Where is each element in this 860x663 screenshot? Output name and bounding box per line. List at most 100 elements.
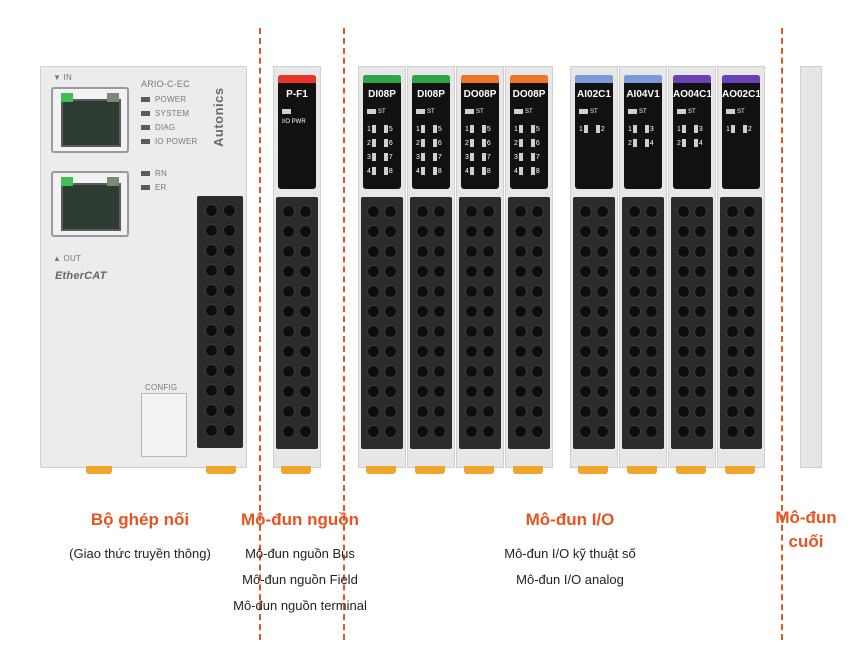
terminal-hole	[694, 205, 707, 218]
terminal-hole	[628, 285, 641, 298]
terminal-hole	[579, 285, 592, 298]
led-indicator	[141, 171, 150, 176]
terminal-hole	[579, 365, 592, 378]
terminal-hole	[367, 325, 380, 338]
terminal-hole	[628, 225, 641, 238]
terminal-hole	[223, 224, 236, 237]
terminal-hole	[531, 425, 544, 438]
din-latch	[676, 466, 706, 474]
terminal-hole	[726, 305, 739, 318]
terminal-hole	[223, 404, 236, 417]
category-title-power: Mô-đun nguồn	[240, 510, 359, 529]
terminal-hole	[531, 365, 544, 378]
terminal-hole	[677, 265, 690, 278]
terminal-hole	[433, 285, 446, 298]
terminal-hole	[628, 345, 641, 358]
terminal-hole	[482, 285, 495, 298]
terminal-hole	[514, 205, 527, 218]
terminal-hole	[282, 425, 295, 438]
terminal-hole	[205, 344, 218, 357]
terminal-hole	[743, 425, 756, 438]
terminal-hole	[743, 345, 756, 358]
terminal-hole	[596, 225, 609, 238]
terminal-hole	[694, 325, 707, 338]
terminal-hole	[596, 405, 609, 418]
terminal-hole	[628, 365, 641, 378]
terminal-hole	[223, 424, 236, 437]
terminal-hole	[433, 325, 446, 338]
module-color-cap	[575, 75, 613, 83]
led-indicator	[141, 139, 150, 144]
terminal-hole	[482, 405, 495, 418]
terminal-hole	[416, 385, 429, 398]
terminal-hole	[416, 365, 429, 378]
terminal-hole	[596, 305, 609, 318]
terminal-hole	[677, 385, 690, 398]
ethernet-port-in[interactable]	[51, 87, 129, 153]
terminal-hole	[416, 285, 429, 298]
terminal-hole	[531, 385, 544, 398]
terminal-hole	[579, 305, 592, 318]
terminal-hole	[596, 205, 609, 218]
terminal-hole	[433, 365, 446, 378]
terminal-hole	[384, 285, 397, 298]
module-color-cap	[278, 75, 316, 83]
terminal-hole	[482, 305, 495, 318]
terminal-hole	[367, 385, 380, 398]
terminal-hole	[433, 425, 446, 438]
terminal-hole	[514, 345, 527, 358]
module-color-cap	[510, 75, 548, 83]
din-latch	[415, 466, 445, 474]
terminal-hole	[205, 424, 218, 437]
module-name: DO08P	[512, 89, 546, 100]
terminal-hole	[694, 225, 707, 238]
terminal-hole	[726, 345, 739, 358]
config-cover[interactable]	[141, 393, 187, 457]
terminal-hole	[514, 405, 527, 418]
terminal-hole	[694, 305, 707, 318]
terminal-hole	[645, 385, 658, 398]
module-color-cap	[412, 75, 450, 83]
terminal-hole	[482, 245, 495, 258]
terminal-hole	[482, 385, 495, 398]
status-label: ST	[737, 109, 745, 116]
category-desc: Mô-đun nguồn Bus	[245, 546, 355, 561]
terminal-hole	[416, 425, 429, 438]
module-status-led: ST	[514, 109, 548, 115]
terminal-hole	[645, 365, 658, 378]
module-status-led: ST	[677, 109, 711, 115]
ethernet-port-out[interactable]	[51, 171, 129, 237]
terminal-hole	[596, 245, 609, 258]
terminal-hole	[531, 305, 544, 318]
terminal-hole	[531, 345, 544, 358]
terminal-hole	[465, 325, 478, 338]
terminal-hole	[579, 225, 592, 238]
module-name: P-F1	[286, 89, 308, 100]
terminal-hole	[384, 405, 397, 418]
terminal-hole	[743, 385, 756, 398]
category-desc: Mô-đun I/O analog	[516, 572, 624, 587]
terminal-hole	[465, 205, 478, 218]
terminal-hole	[465, 265, 478, 278]
terminal-hole	[677, 225, 690, 238]
terminal-hole	[465, 245, 478, 258]
terminal-hole	[282, 405, 295, 418]
module-status-led: ST	[465, 109, 499, 115]
terminal-hole	[645, 205, 658, 218]
category-desc: (Giao thức truyền thông)	[69, 546, 211, 561]
